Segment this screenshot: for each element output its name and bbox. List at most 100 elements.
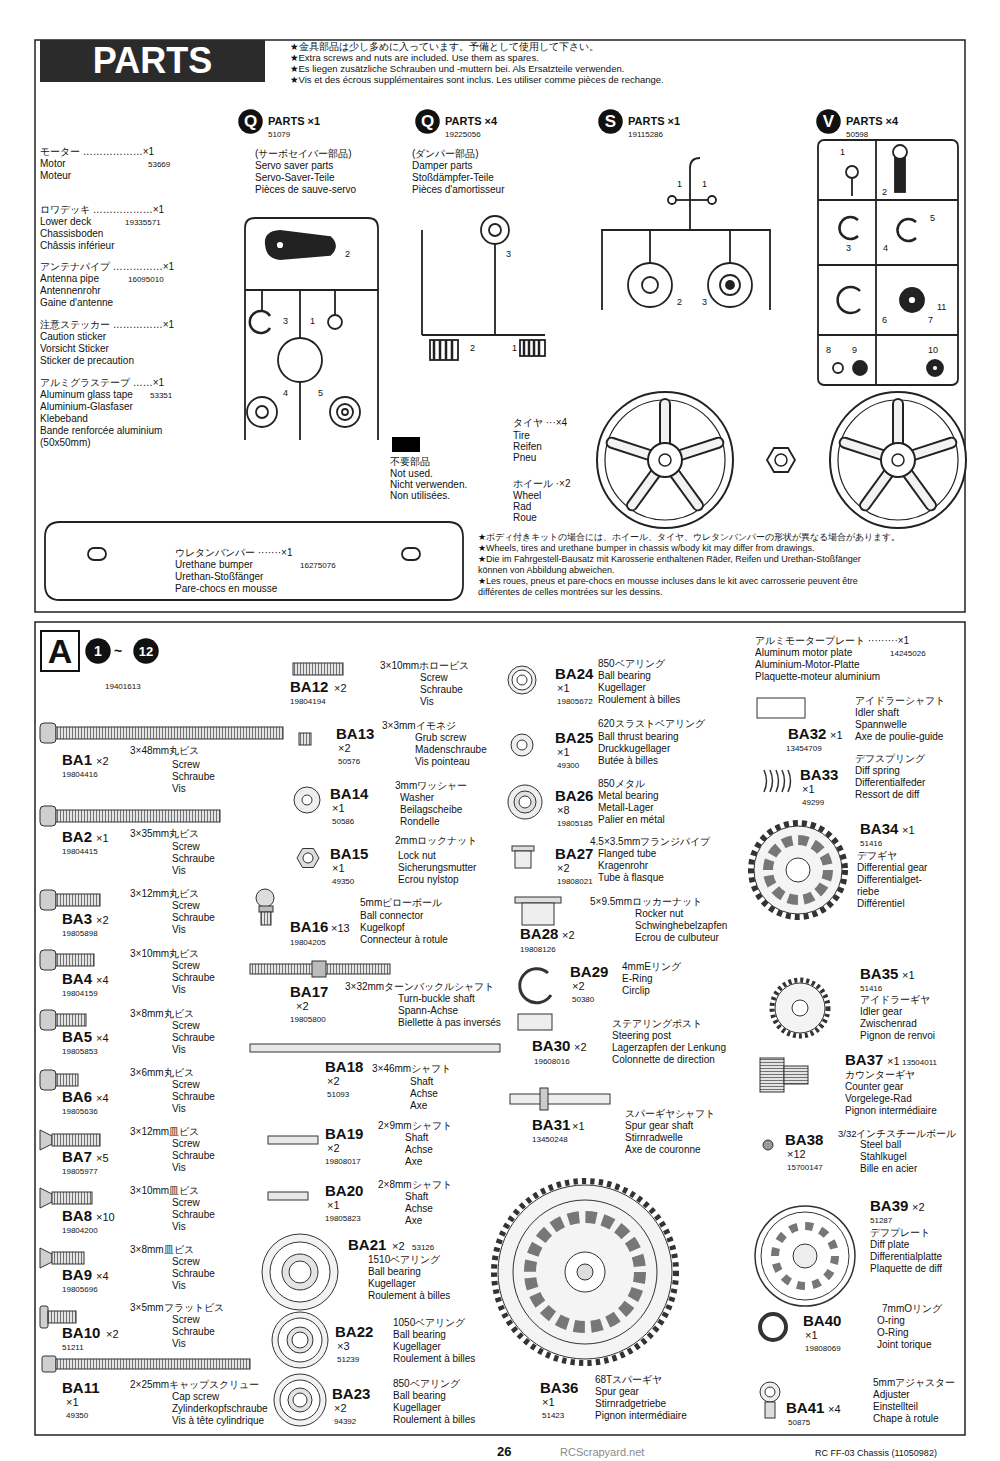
part-code: BA29 — [570, 963, 608, 981]
part-name: Metall-Lager — [598, 802, 654, 814]
part-name: Screw — [172, 960, 200, 972]
part-name: Sicherungsmutter — [398, 862, 476, 874]
part-code: BA14 — [330, 785, 368, 803]
part-code: BA8 — [62, 1207, 92, 1225]
part-name: Biellette à pas inversés — [398, 1017, 501, 1029]
part-name: Screw — [172, 841, 200, 853]
part-code: BA3 — [62, 910, 92, 928]
part-name: O-ring — [877, 1315, 905, 1327]
part-name: 4mmEリング — [622, 961, 681, 973]
note: ★金具部品は少し多めに入っています。予備として使用して下さい。 — [290, 41, 599, 52]
part-name: Ball bearing — [393, 1329, 446, 1341]
part-name: 2×8mmシャフト — [378, 1179, 452, 1191]
header-box: PARTS — [40, 40, 265, 82]
part-code: BA9 — [62, 1266, 92, 1284]
part-code: BA23 — [332, 1385, 370, 1403]
part-name: 2×25mmキャップスクリュー — [130, 1379, 259, 1391]
part-name: 5×9.5mmロッカーナット — [590, 896, 702, 908]
part-name: 注意ステッカー ……………×1 — [40, 319, 174, 331]
legend-swatch — [392, 437, 420, 452]
part-code: BA30 — [532, 1037, 570, 1055]
part-name: Schraube — [172, 1268, 215, 1280]
part-name: アルミモータープレート ·········×1 — [755, 635, 909, 647]
part-code: BA11 — [62, 1379, 100, 1397]
part-name: Achse — [405, 1144, 433, 1156]
part-number: 19225056 — [445, 130, 481, 140]
part-name: Spann-Achse — [398, 1005, 458, 1017]
note: différentes de celles montrées sur les d… — [478, 587, 662, 598]
callout-number: 3 — [283, 316, 288, 327]
part-name: ホイール ·×2 — [513, 478, 571, 490]
part-name: 3/32インチスチールボール — [838, 1128, 957, 1139]
part-name: Diff spring — [855, 765, 900, 777]
part-number: 19805898 — [62, 929, 98, 939]
part-code: BA40 — [803, 1312, 841, 1330]
part-name: 3×8mm丸ビス — [130, 1008, 194, 1020]
part-name: Moteur — [40, 170, 71, 182]
part-number: 15700147 — [787, 1163, 823, 1173]
part-name: Screw — [172, 1197, 200, 1209]
part-name: Spur gear — [595, 1386, 639, 1398]
part-name: Counter gear — [845, 1081, 903, 1093]
quantity: ×4 — [96, 974, 109, 987]
part-code: BA2 — [62, 828, 92, 846]
quantity: ×1 — [557, 746, 570, 759]
quantity: ×1 — [902, 824, 915, 837]
step-circle: 12 — [133, 638, 159, 664]
part-number: 49300 — [557, 761, 579, 771]
part-name: Servo-Saver-Teile — [255, 172, 334, 184]
part-name: Differentialfeder — [855, 777, 925, 789]
part-name: Axe de couronne — [625, 1144, 701, 1156]
part-code: BA18 — [325, 1058, 363, 1076]
part-name: Antennenrohr — [40, 285, 101, 297]
part-name: モーター ………………×1 — [40, 146, 154, 158]
part-name: Zylinderkopfschraube — [172, 1403, 268, 1415]
quantity: ×1 — [802, 783, 815, 796]
part-name: ウレタンバンパー ·······×1 — [175, 547, 293, 559]
part-name: Stoßdämpfer-Teile — [412, 172, 494, 184]
part-name: Vis — [172, 1103, 186, 1115]
part-name: Vis à tête cylindrique — [172, 1415, 264, 1427]
badge-outline — [816, 109, 841, 134]
part-name: Servo saver parts — [255, 160, 333, 172]
badge-outline — [85, 638, 110, 663]
part-set: PARTS ×4 — [445, 115, 497, 128]
part-name: 3×5mmフラットビス — [130, 1302, 224, 1314]
part-name: 850メタル — [598, 778, 645, 790]
part-name: デフスプリング — [855, 753, 925, 765]
part-name: Schraube — [172, 912, 215, 924]
quantity: ×1 — [805, 1329, 818, 1342]
part-number: 49299 — [802, 798, 824, 808]
part-name: Chassisboden — [40, 228, 103, 240]
part-name: Ecrou de culbuteur — [635, 932, 719, 944]
part-name: Butée à billes — [598, 755, 658, 767]
part-name: Vis — [172, 1338, 186, 1350]
quantity: ×2 — [912, 1201, 925, 1214]
part-number: 19805696 — [62, 1285, 98, 1295]
quantity: ×8 — [557, 804, 570, 817]
quantity: ×1 — [557, 682, 570, 695]
part-set: PARTS ×1 — [628, 115, 680, 128]
part-name: Schraube — [172, 1091, 215, 1103]
series-badge: Q — [415, 109, 440, 134]
part-name: Differentialget- — [857, 874, 922, 886]
quantity: ×1 — [332, 862, 345, 875]
part-name: Cap screw — [172, 1391, 219, 1403]
note: ★Les roues, pneus et pare-chocs en mouss… — [478, 576, 858, 587]
part-name: 3×48mm丸ビス — [130, 745, 199, 757]
part-name: Schraube — [172, 1032, 215, 1044]
part-name: Screw — [172, 1079, 200, 1091]
part-name: Ball bearing — [393, 1390, 446, 1402]
part-code: BA12 — [290, 678, 328, 696]
part-name: 4.5×3.5mmフランジパイプ — [590, 836, 710, 848]
quantity: ×2 — [334, 1402, 347, 1415]
note: ★ボディ付きキットの場合には、ホイール、タイヤ、ウレタンバンパーの形状が異なる場… — [478, 532, 900, 543]
part-name: Roulement à billes — [368, 1290, 450, 1302]
part-name: Idler shaft — [855, 707, 899, 719]
part-number: 53126 — [412, 1243, 434, 1253]
part-name: Connecteur à rotule — [360, 934, 448, 946]
part-number: 51416 — [860, 984, 882, 994]
part-name: Bande renforcée aluminium — [40, 425, 162, 437]
part-name: 7mmOリング — [882, 1303, 942, 1315]
